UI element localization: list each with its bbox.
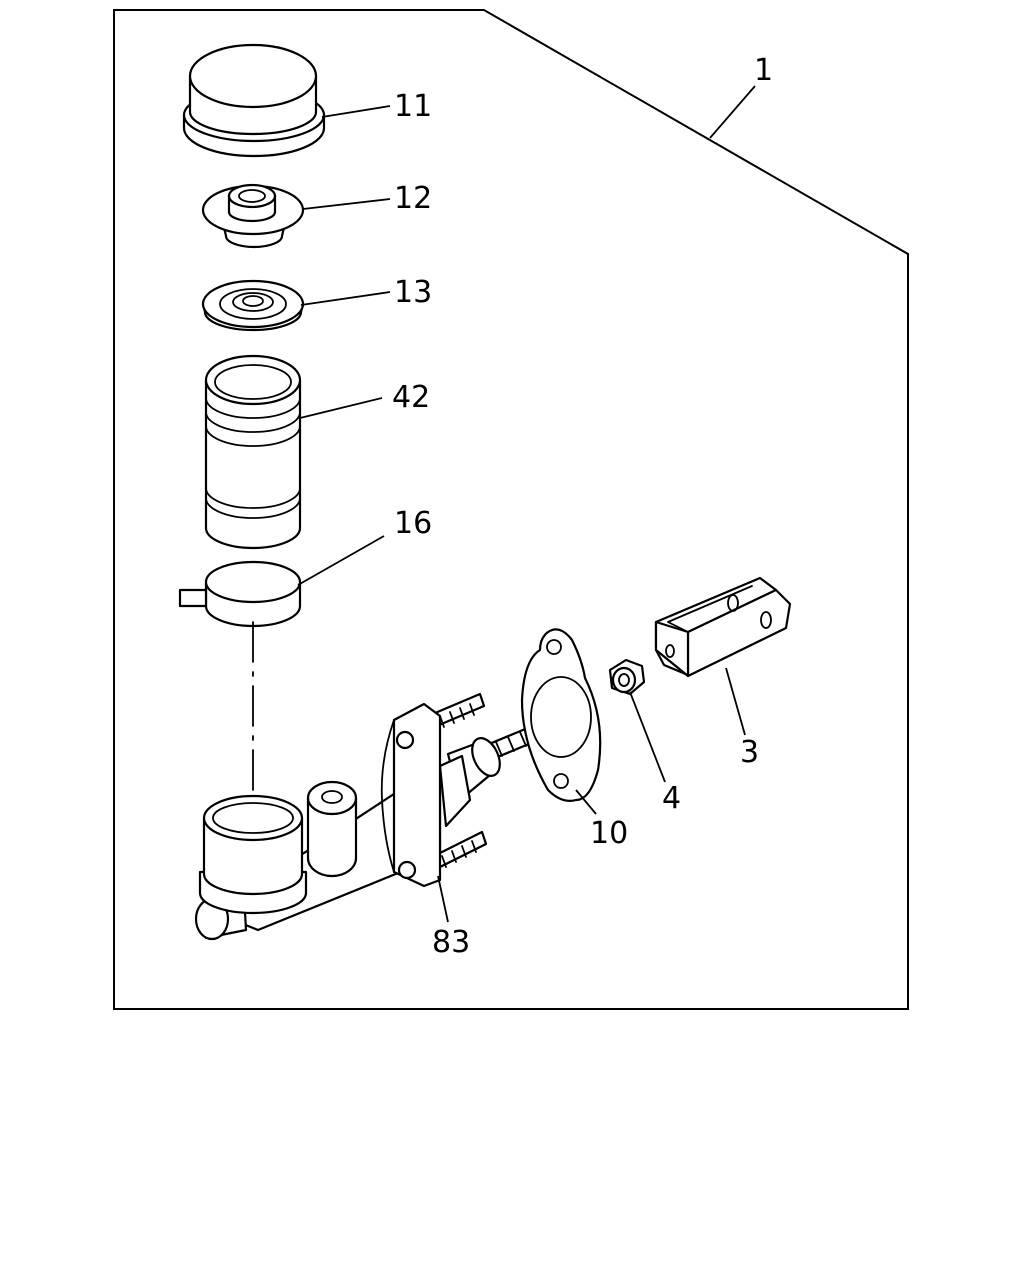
reservoir-cap (182, 43, 326, 158)
nut (608, 658, 646, 696)
diagram-frame (113, 9, 909, 1010)
clevis (654, 576, 792, 678)
callout-diaphragm: 12 (394, 181, 432, 216)
clamp-band (178, 560, 302, 628)
callout-nut: 4 (662, 781, 681, 816)
callout-clamp: 16 (394, 506, 432, 541)
callout-master-cylinder: 83 (432, 925, 470, 960)
callout-clevis: 3 (740, 735, 759, 770)
callout-plate: 13 (394, 275, 432, 310)
callout-cap: 11 (394, 89, 432, 124)
callout-reservoir: 42 (392, 380, 430, 415)
callout-gasket: 10 (590, 816, 628, 851)
diaphragm (201, 183, 305, 249)
reservoir-body (204, 354, 302, 550)
leader-lines (297, 85, 756, 923)
callout-assembly: 1 (754, 53, 773, 88)
master-cylinder (194, 692, 550, 941)
plate (201, 279, 305, 332)
gasket (520, 628, 602, 802)
